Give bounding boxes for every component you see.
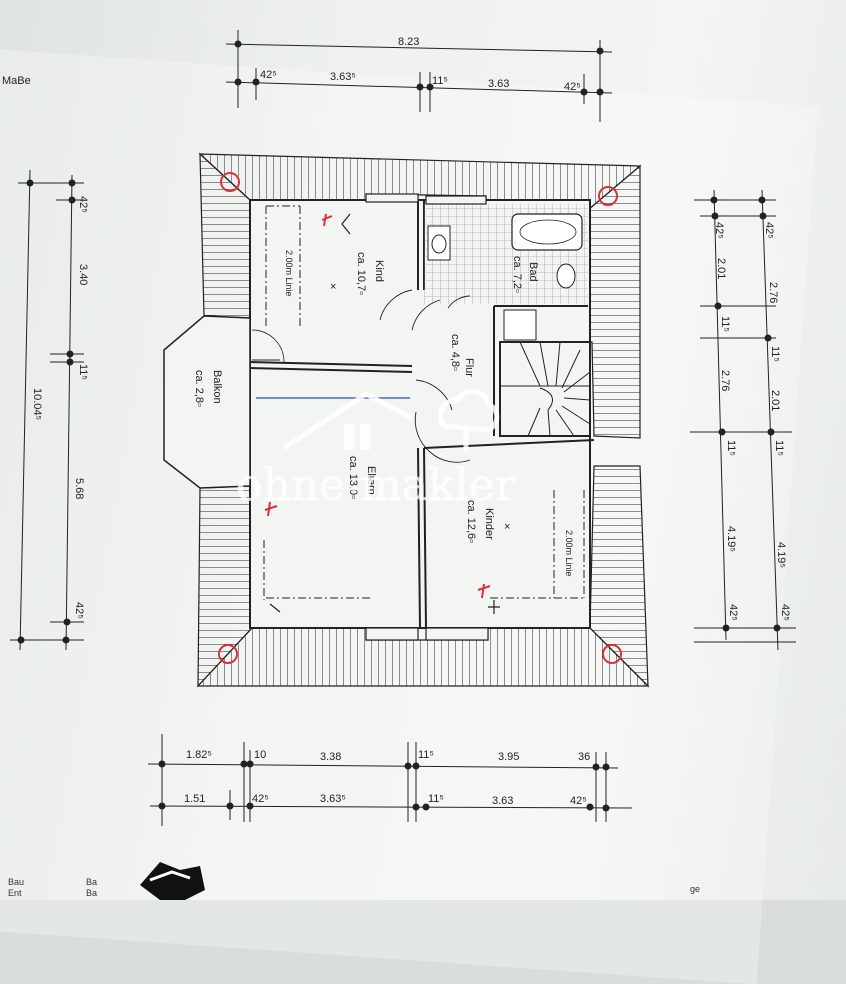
- dimension-right: [690, 189, 796, 651]
- dim-bottom2-5: 3.63: [492, 795, 513, 807]
- dim-top-1: 42⁵: [260, 69, 277, 81]
- dim-bottom1-4: 11⁵: [418, 749, 434, 761]
- dim-left-3: 11⁵: [77, 364, 89, 380]
- staircase: [500, 341, 591, 437]
- dim-right-inner-5: 11⁵: [725, 440, 737, 456]
- dimension-bottom: [147, 734, 633, 826]
- room-flur-area: ca. 4,8▫: [449, 334, 461, 371]
- dim-right-inner-4: 2.76: [719, 370, 731, 391]
- room-bad-area: ca. 7,2▫: [511, 256, 523, 293]
- dim-bottom1-2: 10: [254, 749, 266, 761]
- dim-bottom1-1: 1.82⁵: [186, 749, 212, 761]
- dim-right-outer-6: 4.19⁵: [775, 542, 787, 568]
- note-2m-line-right: 2.00m Linie: [564, 530, 574, 577]
- room-kinder-marker: ×: [504, 521, 510, 533]
- dim-bottom1-6: 36: [578, 751, 590, 763]
- dim-bottom1-3: 3.38: [320, 751, 341, 763]
- dim-bottom1-5: 3.95: [498, 751, 519, 763]
- dim-right-inner-6: 4.19⁵: [725, 526, 737, 552]
- room-kind-area: ca. 10,7▫: [355, 252, 367, 295]
- dim-right-outer-3: 11⁵: [769, 346, 781, 362]
- dim-right-outer-1: 42⁵: [763, 222, 775, 239]
- dim-left-1: 42⁵: [77, 196, 89, 213]
- balcony-outline: [163, 315, 251, 489]
- floor-plan: MaBe Bau Ent Ba Ba ge 8.23 42⁵ 3.63⁵ 11⁵…: [2, 30, 796, 900]
- margin-text-bottom-left-2: Ent: [8, 888, 22, 898]
- shower: [503, 309, 537, 341]
- room-flur-name: Flur: [463, 358, 475, 377]
- dim-right-outer-2: 2.76: [767, 282, 779, 303]
- margin-text-bottom-left-1: Bau: [8, 877, 24, 887]
- dim-right-outer-5: 11⁵: [773, 440, 785, 456]
- dim-top-5: 42⁵: [564, 81, 581, 93]
- margin-text-bottom-mid-2: Ba: [86, 888, 97, 898]
- electrical-symbols: [269, 213, 500, 614]
- dimension-left: [10, 169, 84, 651]
- dim-bottom2-1: 1.51: [184, 793, 205, 805]
- margin-text-bottom-right: ge: [690, 884, 700, 894]
- red-marks: [218, 172, 622, 664]
- dim-bottom2-4: 11⁵: [428, 793, 444, 805]
- room-kinder-name: Kinder: [483, 508, 495, 540]
- dim-right-outer-4: 2.01: [769, 390, 781, 411]
- dim-right-inner-1: 42⁵: [713, 222, 725, 239]
- dim-left-5: 42⁵: [73, 602, 85, 619]
- room-kind-marker: ×: [330, 281, 336, 293]
- dim-top-2: 3.63⁵: [330, 71, 356, 83]
- bathtub: [511, 213, 583, 251]
- room-kinder-area: ca. 12,6▫: [465, 500, 477, 543]
- toilet: [556, 263, 576, 289]
- washbasin: [427, 225, 451, 261]
- margin-text-bottom-mid-1: Ba: [86, 877, 97, 887]
- roof-hatching: [196, 152, 650, 688]
- room-eltern-name: Eltern: [365, 466, 377, 495]
- company-logo: [140, 862, 205, 900]
- dim-left-2: 3.40: [77, 264, 89, 285]
- dashed-2m-lines: [263, 205, 585, 600]
- dim-bottom2-6: 42⁵: [570, 795, 587, 807]
- dim-left-total: 10.04⁵: [31, 388, 43, 420]
- note-2m-line-left: 2.00m Linie: [284, 250, 294, 297]
- dimension-top: [225, 30, 613, 122]
- watermark-text: ohne-makler: [236, 460, 517, 511]
- dim-top-3: 11⁵: [432, 75, 448, 87]
- room-eltern-area: ca. 13,0▫: [347, 456, 359, 499]
- dim-bottom2-2: 42⁵: [252, 793, 269, 805]
- room-bad-name: Bad: [527, 262, 539, 282]
- doors: [379, 289, 471, 463]
- dim-right-outer-7: 42⁵: [779, 604, 791, 621]
- windows: [365, 193, 489, 641]
- dim-top-total: 8.23: [398, 36, 419, 48]
- room-kind-name: Kind: [373, 260, 385, 282]
- watermark-logo: [282, 388, 500, 452]
- dim-right-inner-3: 11⁵: [719, 316, 731, 332]
- dim-right-inner-7: 42⁵: [727, 604, 739, 621]
- dim-top-4: 3.63: [488, 78, 509, 90]
- dim-left-4: 5.68: [73, 478, 85, 499]
- dim-right-inner-2: 2.01: [715, 258, 727, 279]
- room-balkon-name: Balkon: [211, 370, 223, 404]
- dim-bottom2-3: 3.63⁵: [320, 793, 346, 805]
- room-balkon-area: ca. 2,8▫: [193, 370, 205, 407]
- margin-text-top-left: MaBe: [2, 75, 31, 87]
